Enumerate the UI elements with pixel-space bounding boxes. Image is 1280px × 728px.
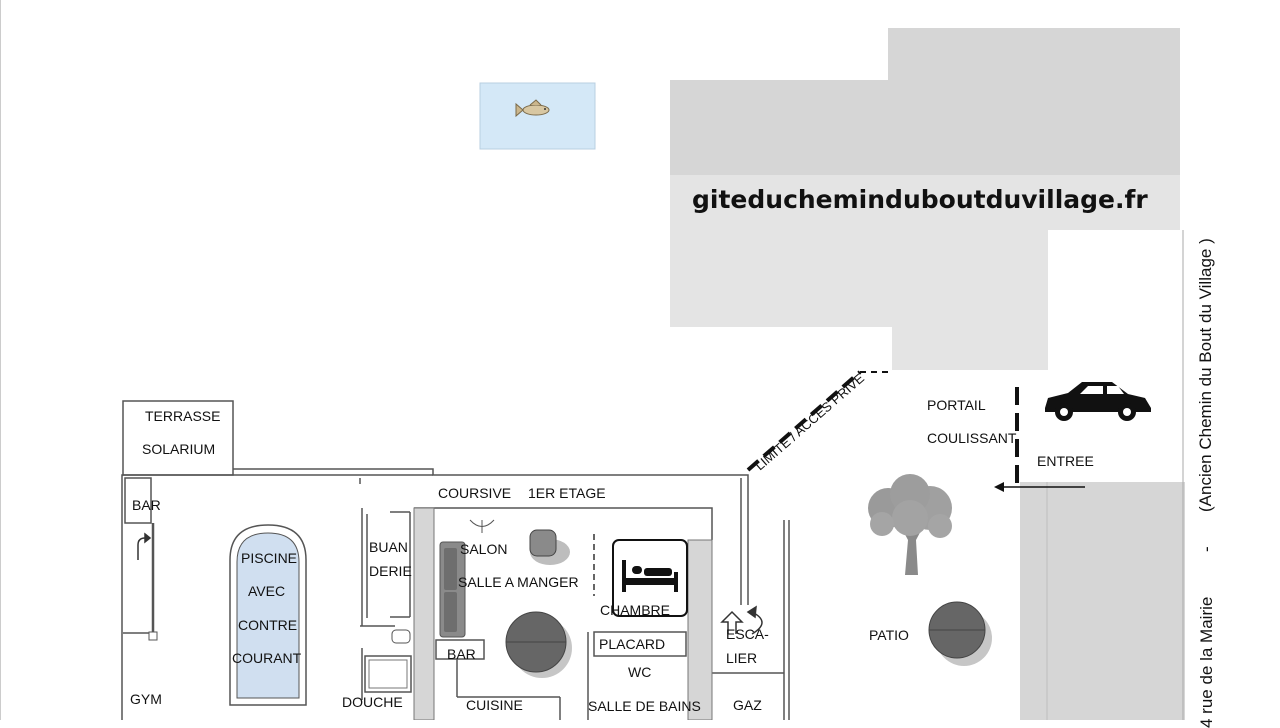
street-separator: - [1197,546,1216,552]
label-salle-manger: SALLE A MANGER [458,574,579,590]
pond [479,82,596,150]
terrace-solarium [122,400,234,476]
label-derie: DERIE [369,563,412,579]
label-coulissant: COULISSANT [927,430,1017,446]
shower-room [361,629,412,700]
label-gaz: GAZ [733,697,762,713]
label-esca: ESCA- [726,626,769,642]
private-access-boundary [746,370,892,472]
neighbour-building-left [670,80,900,180]
laundry-room [360,508,411,627]
neighbour-building-lower [670,225,1048,327]
swimming-pool [229,524,307,706]
curved-arrow-icon [137,532,152,560]
bar-counter-left [124,477,152,524]
neighbour-building-right [1020,482,1185,720]
label-courant: COURANT [232,650,302,666]
label-portail: PORTAIL [927,397,986,413]
armchair [529,529,570,565]
label-piscine: PISCINE [241,550,298,566]
label-wc: WC [628,664,652,680]
label-bar-kitchen: BAR [447,646,476,662]
label-solarium: SOLARIUM [142,441,216,457]
dining-table [505,611,572,678]
label-coursive: COURSIVE [438,485,512,501]
label-gym: GYM [130,691,162,707]
entrance-arrow [994,482,1085,492]
label-contre: CONTRE [238,617,298,633]
label-cuisine: CUISINE [466,697,523,713]
label-patio: PATIO [869,627,909,643]
street-address: 4 rue de la Mairie [1197,596,1216,728]
placard [593,631,687,657]
label-bar-left: BAR [132,497,161,513]
label-chambre: CHAMBRE [600,602,671,618]
bed-icon [612,539,688,617]
label-avec: AVEC [248,583,286,599]
label-etage: 1ER ETAGE [528,485,606,501]
car-icon [1045,382,1151,421]
label-entree: ENTREE [1037,453,1094,469]
label-salle-bains: SALLE DE BAINS [588,698,701,714]
patio-table [928,601,992,666]
label-douche: DOUCHE [342,694,403,710]
tree-icon [868,474,952,575]
staircase-arrow-icon [720,605,763,635]
label-salon: SALON [460,541,508,557]
label-placard: PLACARD [599,636,666,652]
label-terrasse: TERRASSE [145,408,221,424]
sofa [439,541,466,638]
label-buan: BUAN [369,539,408,555]
neighbour-building-top [888,28,1180,180]
website-title: giteducheminduboutduvillage.fr [692,185,1148,214]
neighbour-building-step [892,320,1048,370]
house-outline [121,468,790,720]
fish-icon [515,99,550,118]
neighbour-building-band [670,175,1180,230]
street-name: (Ancien Chemin du Bout du Village ) [1196,238,1215,512]
label-lier: LIER [726,650,758,666]
